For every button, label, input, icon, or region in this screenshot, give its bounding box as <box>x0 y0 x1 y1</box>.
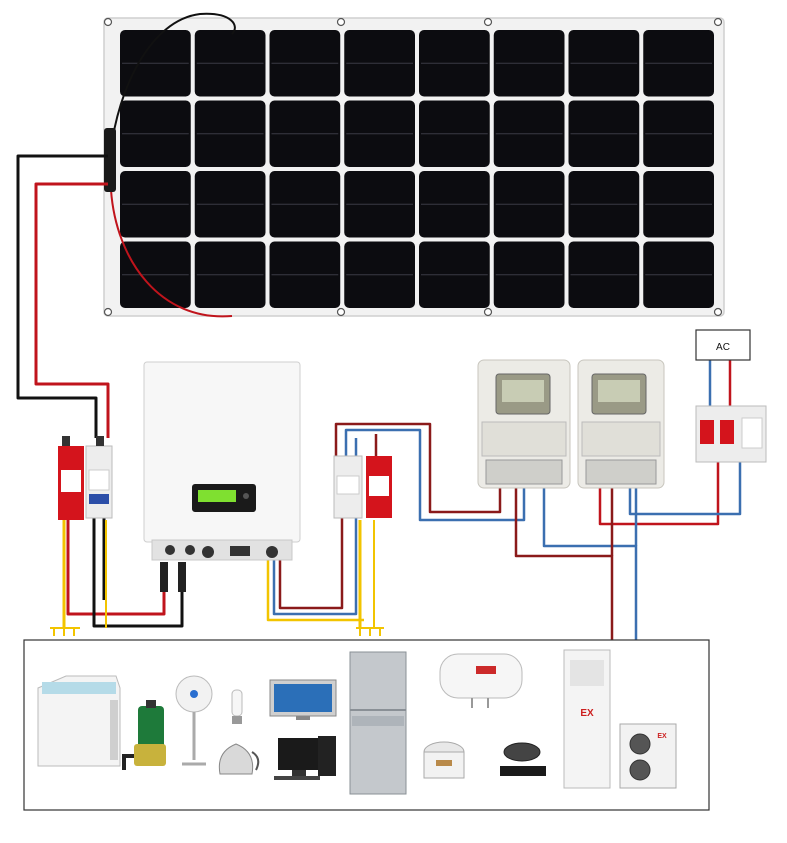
air-conditioner-badge: EX <box>580 708 594 719</box>
solar-panel <box>103 12 725 318</box>
air-conditioner: EX <box>563 649 611 789</box>
washing-machine <box>37 675 121 767</box>
mounting-holes <box>103 17 723 317</box>
dc-wire-red-inverter <box>66 518 166 616</box>
desktop-computer <box>274 736 336 780</box>
wiring <box>16 154 742 640</box>
induction-cooker <box>500 742 546 776</box>
inverter <box>143 361 301 592</box>
ac-grid-box: AC <box>695 329 751 361</box>
meter-wire-blue-2 <box>628 462 742 516</box>
refrigerator <box>349 651 407 795</box>
inverter-display <box>198 490 236 502</box>
ac-wire-yellow <box>266 560 364 622</box>
panel-lead-red <box>110 189 233 318</box>
inverter-ports <box>165 545 278 558</box>
ac-wire-blue-up <box>344 428 526 522</box>
water-heater <box>439 653 523 708</box>
rice-cooker <box>423 741 465 779</box>
electric-kettle <box>218 743 260 775</box>
ac-wire-blue <box>272 508 358 616</box>
mc4-connector-2 <box>178 562 186 592</box>
dc-breakers-left <box>58 436 113 520</box>
dc-wire-black <box>16 154 108 438</box>
outdoor-unit-badge: EX <box>657 733 667 740</box>
ac-breakers-right <box>333 455 392 519</box>
dc-wire-black-inverter <box>92 518 184 628</box>
dc-wire-red <box>34 182 110 438</box>
meter-wire-blue <box>542 486 638 640</box>
energy-meter-1 <box>477 359 571 489</box>
mc4-connector-1 <box>160 562 168 592</box>
meter-wire-brown <box>514 486 614 640</box>
ac-wire-brown-up <box>334 422 502 514</box>
solar-cells <box>120 30 714 308</box>
main-ac-breaker <box>695 405 767 463</box>
outdoor-unit: EX <box>619 723 677 789</box>
ac-wire-brown <box>278 508 344 610</box>
standing-fan <box>175 675 213 766</box>
energy-meter-2 <box>577 359 665 489</box>
inverter-status-led <box>243 493 249 499</box>
ground-symbols <box>50 627 384 636</box>
water-pump <box>122 700 166 770</box>
lcd-tv <box>269 679 337 720</box>
light-bulb <box>231 689 243 724</box>
junction-box <box>104 128 116 192</box>
ac-label: AC <box>716 342 730 353</box>
meter-wire-red-2 <box>598 462 720 526</box>
panel-lead-black <box>110 12 236 151</box>
